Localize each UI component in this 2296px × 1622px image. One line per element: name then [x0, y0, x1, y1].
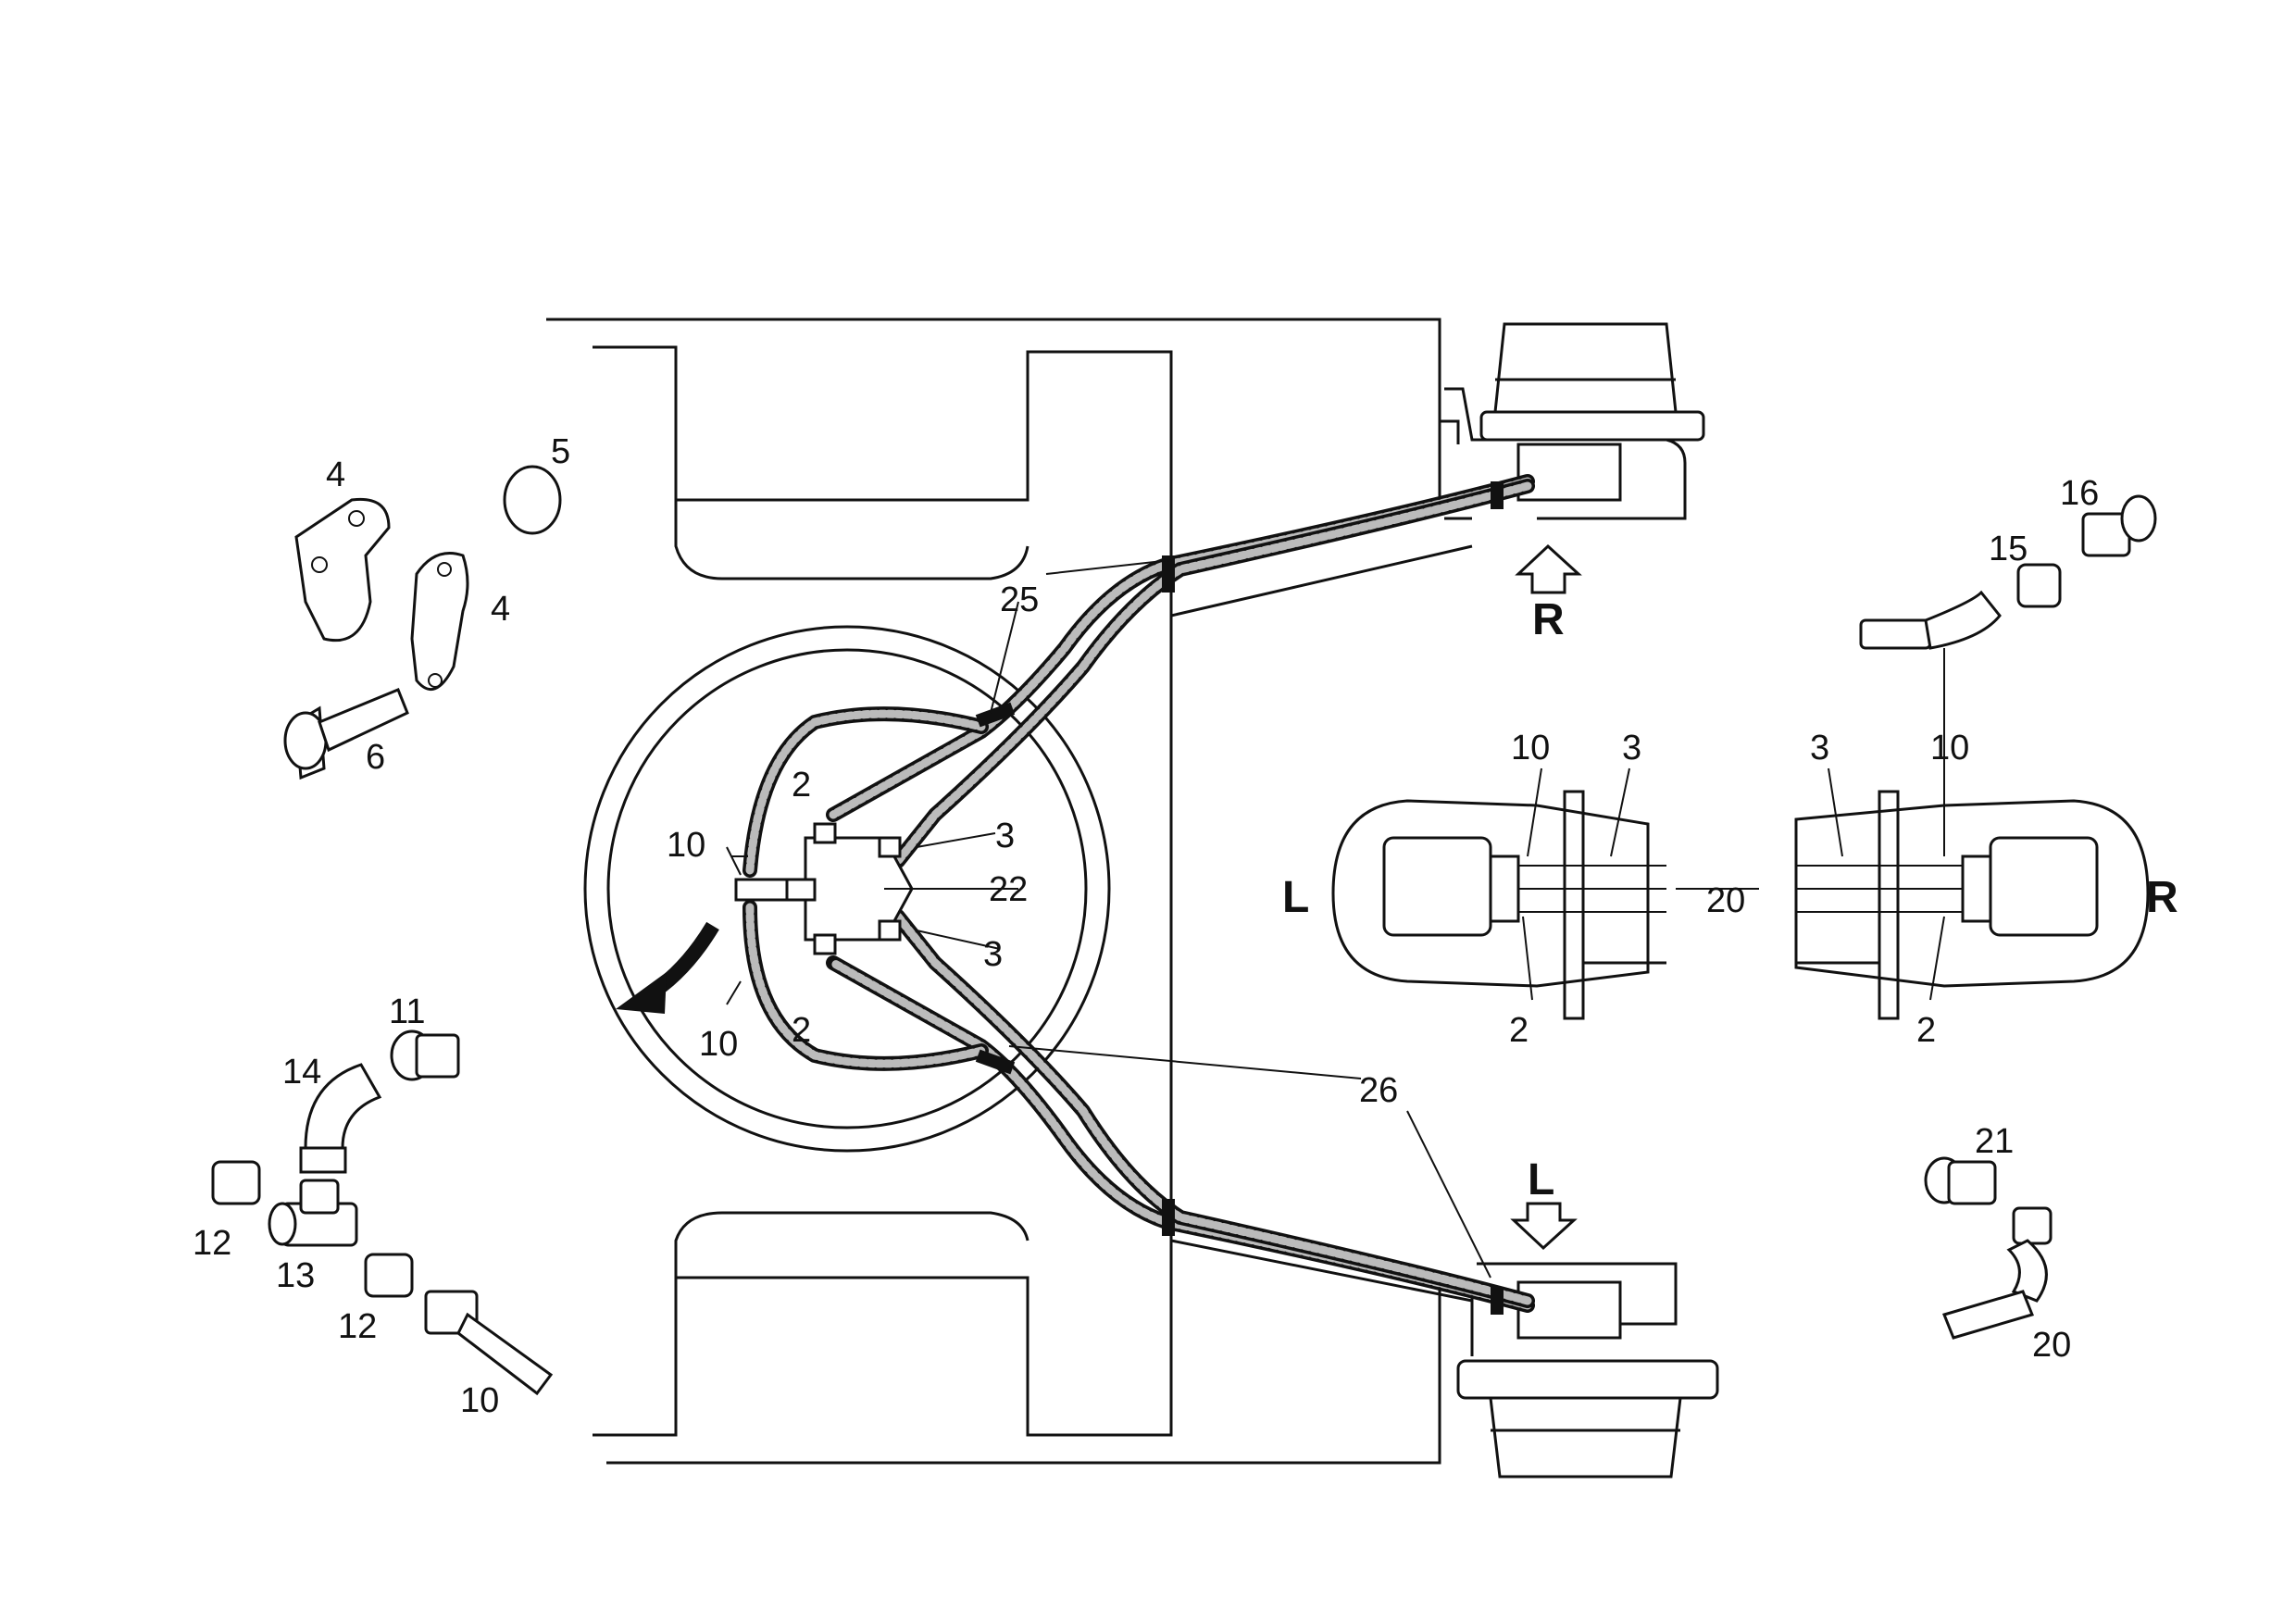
inset-right-view: [1794, 790, 2150, 1020]
label-side-l-inset: L: [1282, 873, 1309, 922]
label-25: 25: [1000, 580, 1039, 619]
label-11: 11: [389, 992, 425, 1031]
elbow-14: [299, 1063, 382, 1174]
label-22: 22: [989, 870, 1028, 909]
label-13: 13: [276, 1256, 315, 1295]
label-16: 16: [2060, 474, 2099, 513]
hose-clamps: [975, 481, 1504, 1315]
axle-housing: [583, 625, 1111, 1153]
union-11: [390, 1029, 460, 1081]
hose-end-10: [424, 1290, 554, 1396]
label-21: 21: [1975, 1122, 2014, 1161]
nut-12-left: [211, 1160, 261, 1205]
union-21: [1924, 1156, 1997, 1205]
brake-hoses: [742, 474, 1535, 1313]
label-side-r-inset: R: [2146, 873, 2178, 922]
clamp-half-4a: [294, 497, 391, 643]
label-4b: 4: [491, 590, 510, 629]
tee-13: [268, 1179, 358, 1247]
label-10-bottom-hose: 10: [699, 1025, 738, 1064]
label-20-inset: 20: [1706, 881, 1745, 920]
curved-arrow-icon: [616, 921, 719, 1014]
label-10-left: 10: [667, 826, 705, 865]
elbow-20: [1941, 1206, 2053, 1340]
label-10-fitting-right: 10: [1930, 729, 1969, 767]
label-side-l-bottom: L: [1528, 1155, 1554, 1204]
label-15: 15: [1989, 530, 2028, 568]
leader-lines: [726, 559, 1945, 1279]
label-4a: 4: [326, 455, 345, 494]
label-2-inset-left: 2: [1509, 1011, 1529, 1050]
down-arrow-icon: [1510, 1202, 1578, 1251]
o-ring-5: [503, 465, 562, 535]
label-3-inset-right: 3: [1810, 729, 1829, 767]
nut-15: [2016, 563, 2062, 608]
label-3-upper: 3: [995, 817, 1015, 855]
label-14: 14: [282, 1053, 321, 1092]
inset-left-view: [1331, 790, 1666, 1020]
callout-labels: 4 4 5 6 10 10 10 2 2 3 3 22 25 26 11 14 …: [193, 432, 2178, 1420]
label-2-inset-right: 2: [1916, 1011, 1936, 1050]
hose-end-10-right: [1859, 590, 2002, 650]
label-3-inset-left: 3: [1622, 729, 1641, 767]
label-side-r-top: R: [1532, 595, 1565, 644]
label-12-right: 12: [338, 1307, 377, 1346]
up-arrow-icon: [1515, 543, 1582, 594]
clamp-half-4b: [410, 552, 469, 691]
chassis-frame: [546, 318, 1473, 1465]
label-20-fitting: 20: [2032, 1326, 2071, 1365]
bolt-6: [283, 688, 409, 780]
union-16: [2081, 494, 2157, 557]
distribution-block: [734, 822, 914, 955]
label-3-lower: 3: [983, 935, 1003, 974]
label-2-lower: 2: [792, 1011, 811, 1050]
label-6: 6: [366, 738, 385, 777]
nut-12-right: [364, 1253, 414, 1298]
label-12-left: 12: [193, 1224, 231, 1263]
left-hub-bottom: [1444, 1262, 1719, 1479]
label-2-upper: 2: [792, 766, 811, 805]
right-hub-top: [1440, 322, 1705, 520]
label-10-fitting: 10: [460, 1381, 499, 1420]
label-26: 26: [1359, 1071, 1398, 1110]
label-5: 5: [551, 432, 570, 471]
label-10-inset-left: 10: [1511, 729, 1550, 767]
